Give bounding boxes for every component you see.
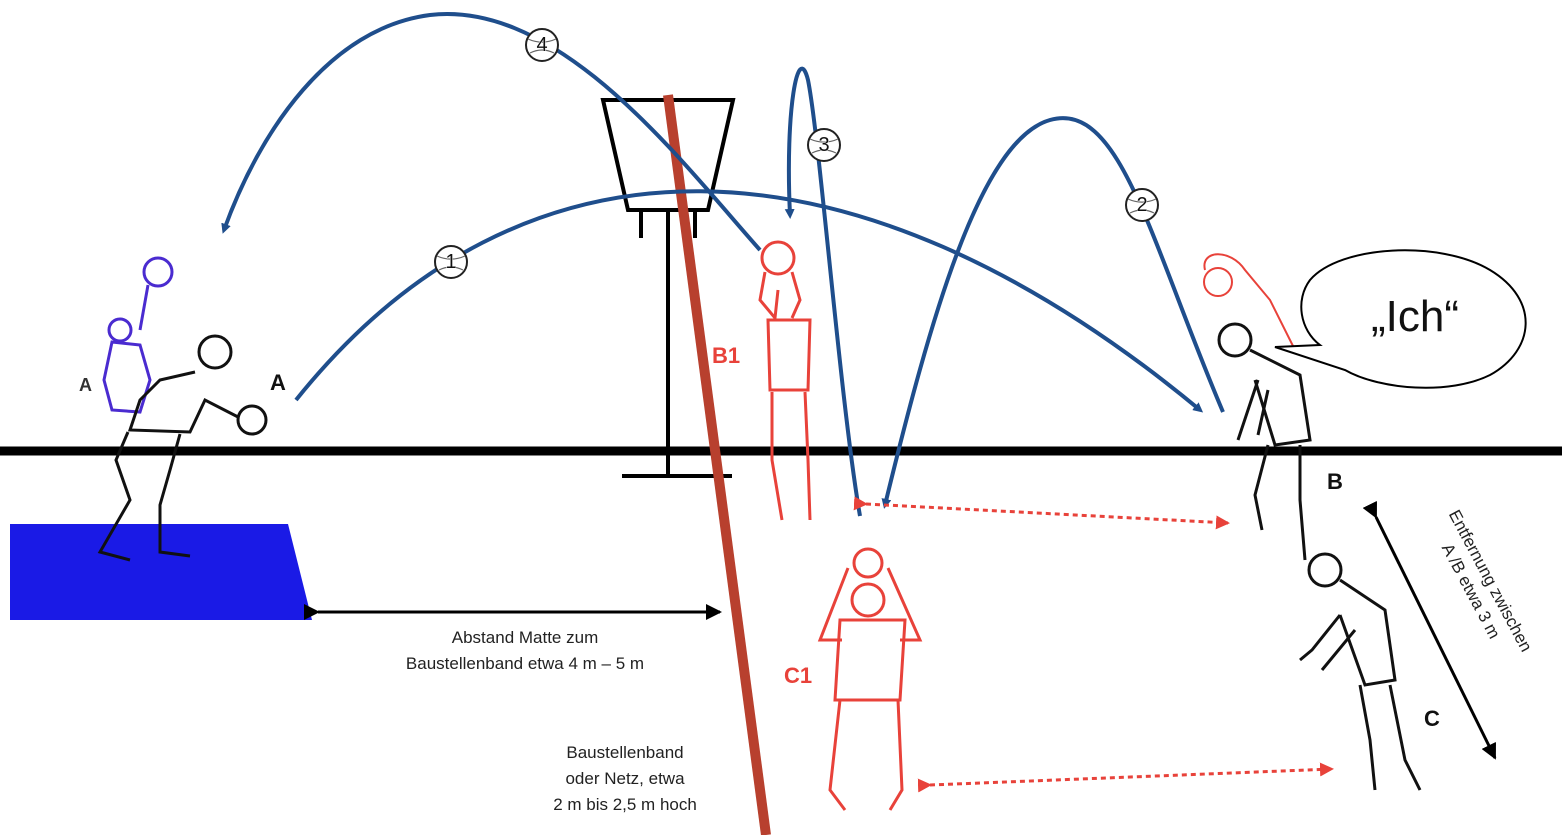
player-label-b: B bbox=[1327, 469, 1343, 494]
blue-mat bbox=[10, 524, 312, 620]
ball-number: 1 bbox=[445, 251, 456, 273]
trajectory-4 bbox=[221, 12, 762, 252]
player-b-ghost-figure bbox=[1203, 253, 1296, 351]
mat-distance-caption: Abstand Matte zum Baustellenband etwa 4 … bbox=[340, 625, 710, 677]
ball-marker-3: 3 bbox=[807, 128, 841, 162]
ball-seams bbox=[1127, 198, 1157, 214]
player-b1-figure bbox=[758, 240, 812, 521]
ball-circle bbox=[1125, 188, 1159, 222]
player-c1-figure bbox=[817, 547, 923, 811]
ball-circle bbox=[525, 28, 559, 62]
player-a-figure bbox=[97, 334, 268, 562]
basket-target bbox=[600, 98, 736, 478]
dotted-arrow-b1-b bbox=[853, 496, 1230, 530]
ball-marker-1: 1 bbox=[434, 245, 468, 279]
player-b-figure bbox=[1217, 322, 1312, 561]
ball-number: 4 bbox=[536, 34, 547, 56]
tape-line-2: oder Netz, etwa bbox=[565, 769, 685, 788]
tape-caption: Baustellenband oder Netz, etwa 2 m bis 2… bbox=[530, 740, 720, 818]
ball-number: 2 bbox=[1136, 194, 1147, 216]
ball-marker-2: 2 bbox=[1125, 188, 1159, 222]
speech-text: „Ich“ bbox=[1371, 292, 1459, 341]
construction-tape bbox=[663, 94, 771, 835]
player-label-c: C bbox=[1424, 706, 1440, 731]
trajectory-1 bbox=[294, 189, 1204, 413]
ball-circle bbox=[434, 245, 468, 279]
player-c-figure bbox=[1299, 552, 1422, 791]
tape-line-3: 2 m bis 2,5 m hoch bbox=[553, 795, 697, 814]
mat-distance-line-2: Baustellenband etwa 4 m – 5 m bbox=[405, 654, 645, 673]
ball-marker-4: 4 bbox=[525, 28, 559, 62]
dotted-arrow-c1-c bbox=[917, 762, 1334, 793]
trajectory-2 bbox=[881, 116, 1225, 509]
player-label-b1: B1 bbox=[712, 343, 741, 368]
trajectory-3 bbox=[784, 66, 862, 517]
ball-seams bbox=[527, 38, 557, 54]
player-label-a-ghost: A bbox=[79, 375, 92, 395]
mat-distance-line-1: Abstand Matte zum bbox=[451, 628, 599, 647]
ball-seams bbox=[809, 138, 839, 154]
ball-number: 3 bbox=[818, 134, 829, 156]
ball-circle bbox=[807, 128, 841, 162]
player-label-a: A bbox=[270, 370, 286, 395]
ball-seams bbox=[436, 255, 466, 271]
bc-distance-arrow bbox=[1362, 500, 1497, 760]
player-label-c1: C1 bbox=[784, 663, 813, 688]
speech-bubble bbox=[1274, 249, 1527, 389]
player-a-ghost-figure bbox=[102, 256, 174, 414]
tape-line-1: Baustellenband bbox=[566, 743, 684, 762]
